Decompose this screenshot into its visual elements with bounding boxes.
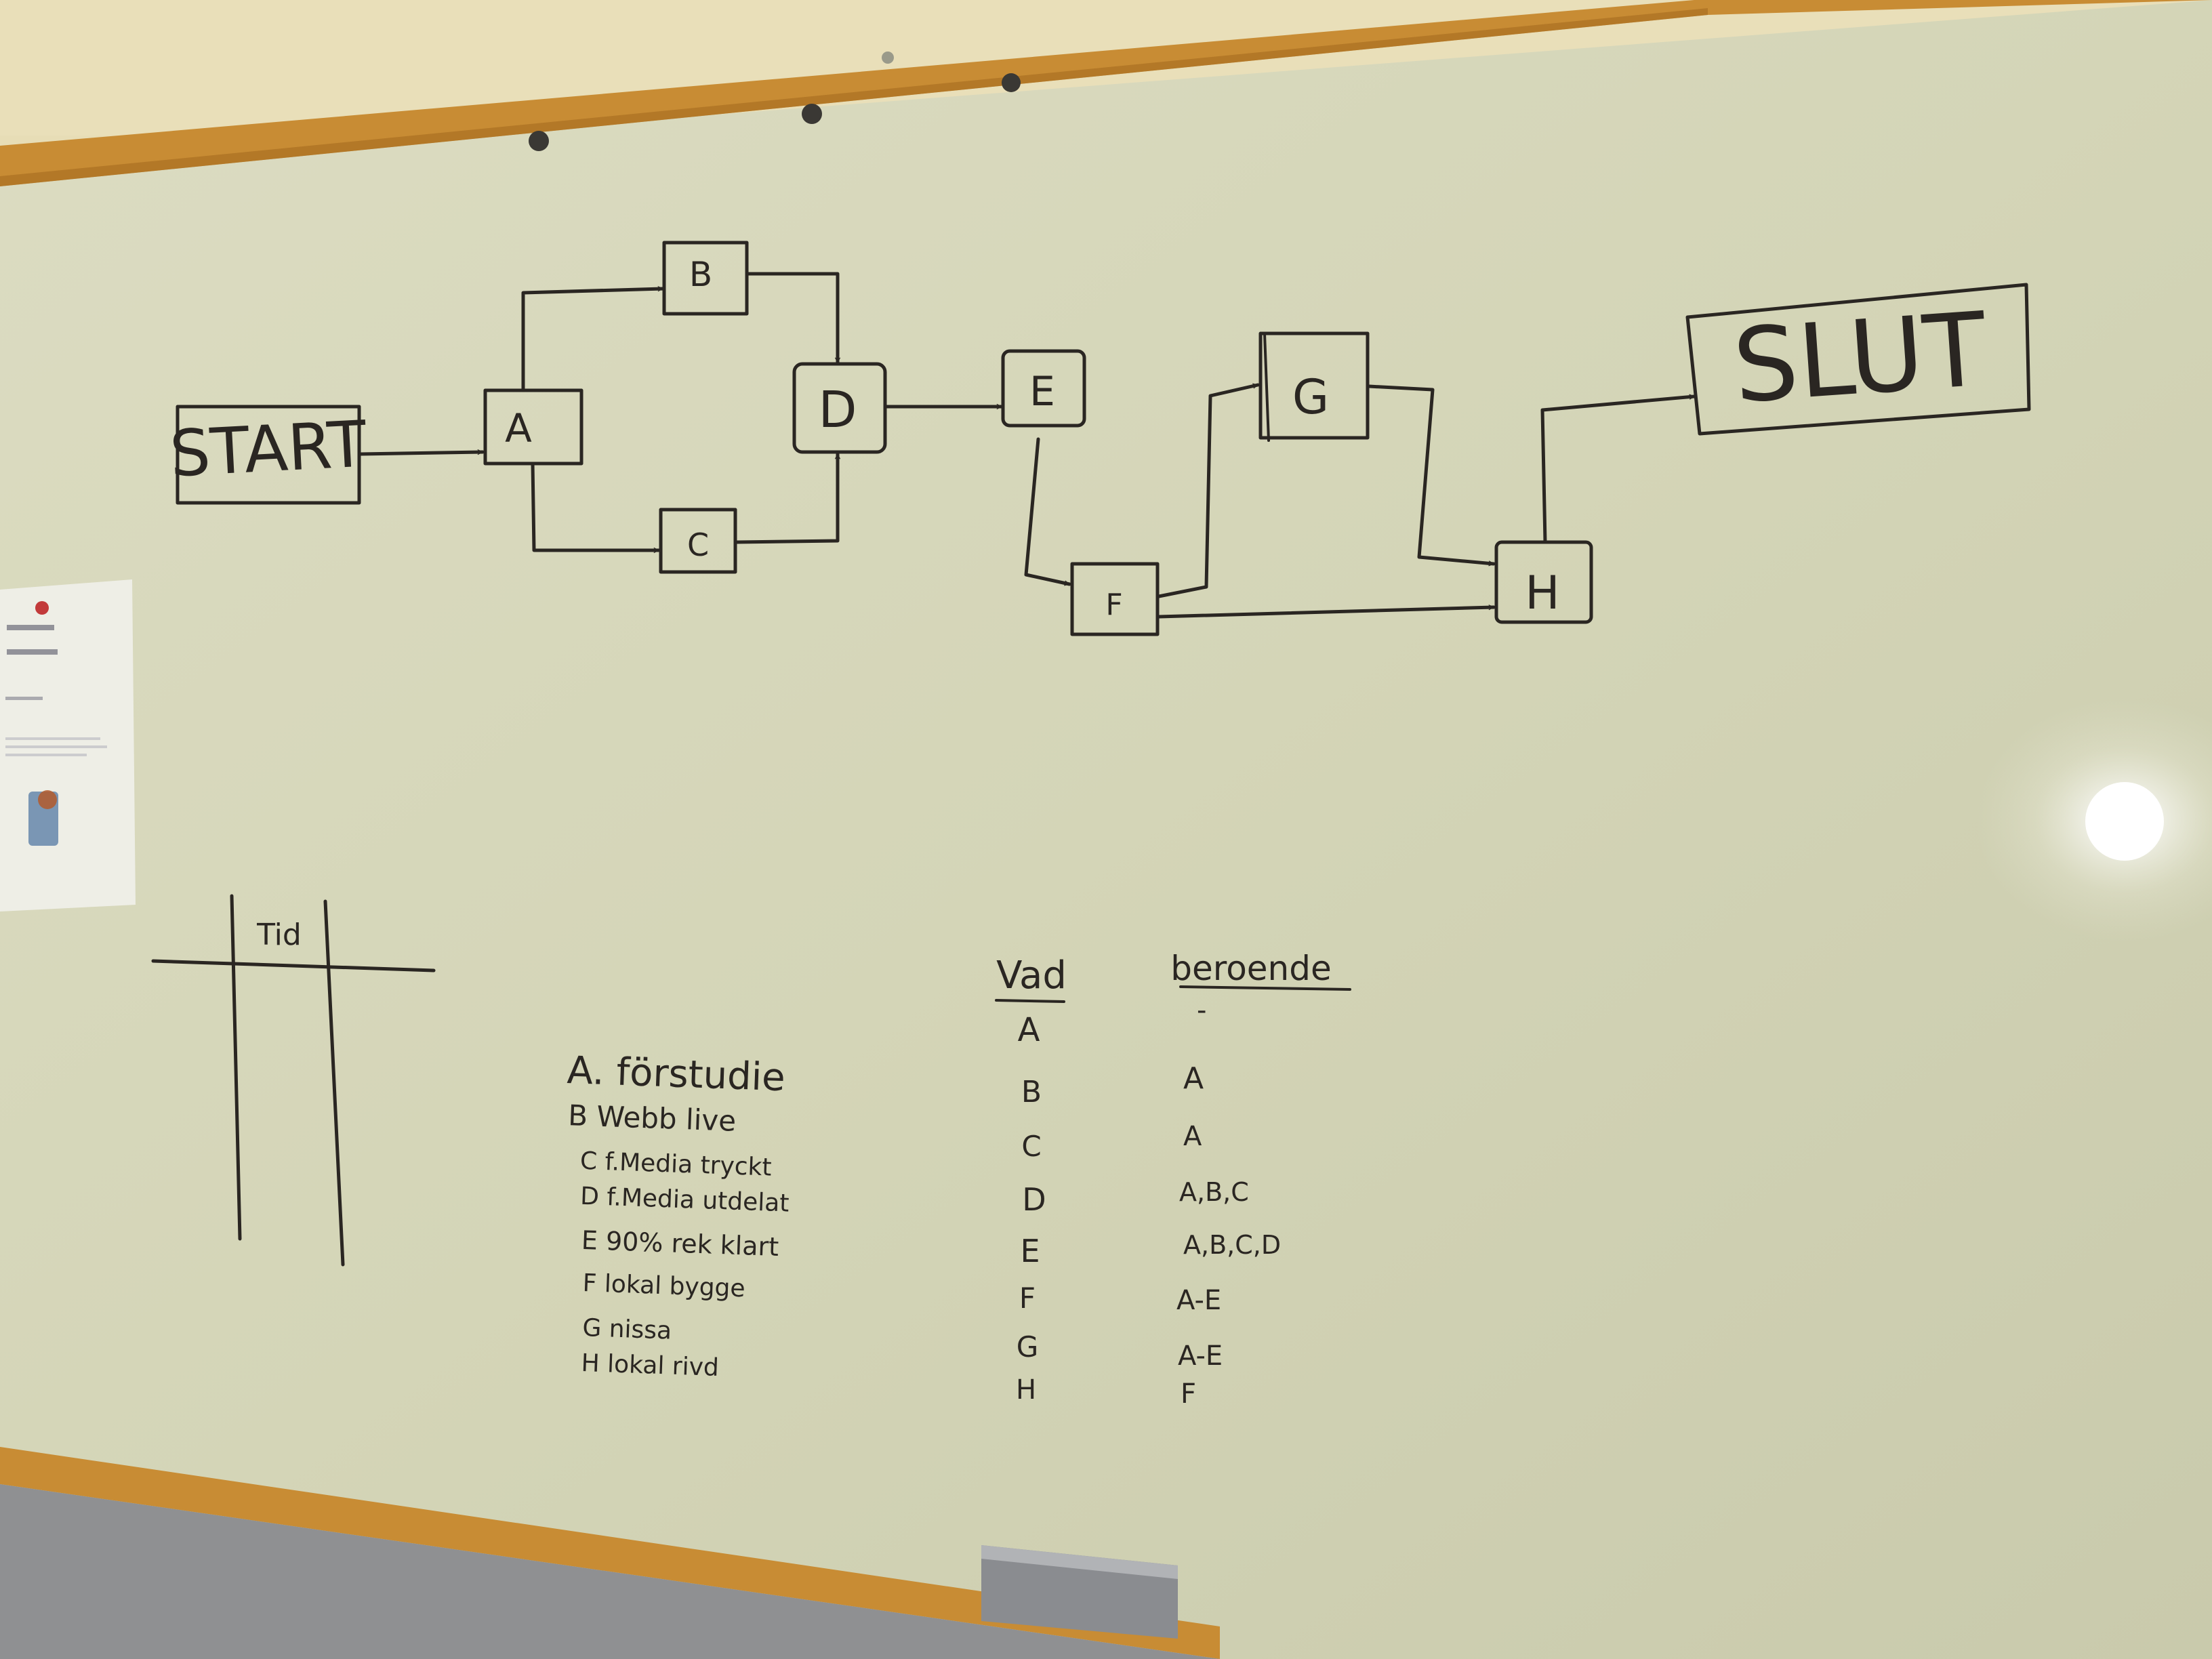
node-c [659,508,737,574]
activity-g: G nissa [582,1314,672,1345]
row-what-d: D [1022,1181,1046,1218]
row-dep-f: A-E [1176,1285,1221,1316]
node-f [1070,562,1160,636]
time-header: Tid [256,918,302,952]
node-c-label: C [687,527,709,563]
row-what-g: G [1017,1330,1039,1364]
row-what-a: A [1018,1011,1040,1049]
row-dep-g: A-E [1178,1340,1223,1372]
row-dep-h: F [1181,1378,1196,1410]
row-dep-a: - [1197,995,1206,1026]
flowchart: START A B C D E F G H SLUT [168,241,2031,636]
row-dep-b: A [1183,1061,1204,1096]
row-dep-e: A,B,C,D [1183,1230,1281,1260]
node-e [1001,349,1086,428]
activity-list: A. förstudie B Webb live C f.Media tryck… [567,1048,790,1382]
activity-h: H lokal rivd [581,1349,720,1382]
activity-b: B Webb live [568,1099,737,1138]
row-what-h: H [1016,1374,1036,1406]
edge-f-h [1157,607,1496,619]
node-d-label: D [819,381,857,439]
node-a-label: A [505,405,532,451]
row-what-b: B [1021,1075,1042,1109]
node-h-label: H [1525,567,1559,620]
activity-e: E 90% rek klart [581,1225,779,1262]
activity-c: C f.Media tryckt [579,1147,772,1182]
magnet [882,52,894,64]
row-what-f: F [1019,1282,1036,1315]
magnet [1002,73,1021,92]
pinned-paper [0,579,136,912]
board-frame-bottom [0,1447,1220,1659]
row-dep-d: A,B,C [1179,1177,1249,1207]
node-g-label: G [1292,369,1329,425]
edge-h-end [1540,396,1696,544]
row-dep-c: A [1183,1121,1202,1152]
row-what-e: E [1020,1233,1040,1269]
activity-a: A. förstudie [567,1048,786,1100]
eraser [981,1545,1178,1639]
dependency-table: Vad beroende A - B A C A D A,B,C E A,B,C… [995,949,1351,1410]
edge-c-d [735,452,838,544]
edge-start-a [359,452,485,456]
row-what-c: C [1021,1130,1041,1163]
time-table: Tid [151,894,436,1267]
node-b [662,241,749,316]
edge-g-h [1367,384,1496,564]
end-label: SLUT [1729,291,1990,426]
node-d [792,362,887,454]
node-e-label: E [1029,368,1055,415]
start-label: START [168,407,369,491]
edge-b-d [746,272,838,365]
edge-f-g [1157,383,1260,598]
edge-a-b [521,289,665,392]
magnet [529,131,549,151]
activity-f: F lokal bygge [582,1269,745,1303]
header-what: Vad [996,954,1067,998]
node-b-label: B [689,255,712,294]
edge-a-c [531,462,661,550]
node-f-label: F [1105,588,1122,622]
edge-e-f [1024,437,1071,584]
magnet [802,104,822,124]
end-box [1685,283,2031,436]
header-dependent: beroende [1170,949,1332,988]
